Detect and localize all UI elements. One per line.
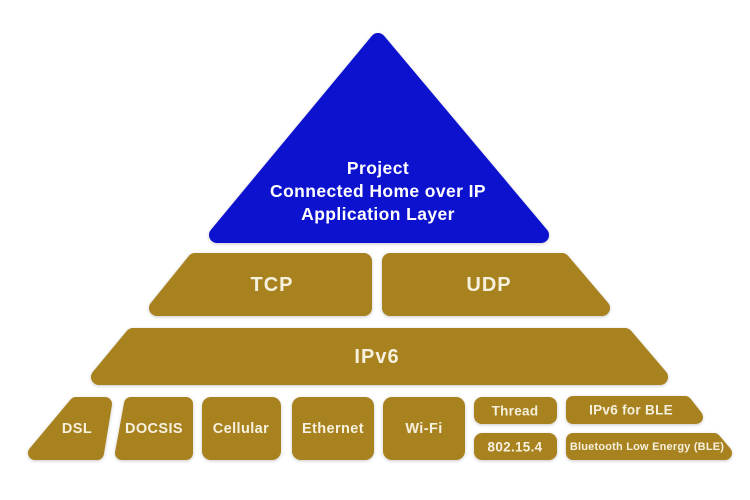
cellular-label: Cellular: [213, 421, 269, 437]
tcp-block: [149, 253, 372, 316]
thread-label: Thread: [492, 404, 539, 419]
ipv6-for-ble-block: [566, 396, 703, 424]
ipv6-for-ble-label: IPv6 for BLE: [589, 403, 673, 418]
ipv6-label: IPv6: [354, 346, 399, 368]
dsl-label: DSL: [62, 421, 92, 437]
application-layer-triangle: [209, 33, 549, 243]
application-layer-label-line1: Project: [347, 158, 409, 178]
cellular-block: [202, 397, 281, 460]
application-layer-label-line2: Connected Home over IP: [270, 181, 486, 201]
tcp-label: TCP: [251, 274, 294, 296]
802-15-4-label: 802.15.4: [488, 440, 543, 455]
ethernet-block: [292, 397, 374, 460]
802-15-4-block: [474, 433, 557, 460]
application-layer-label-line3: Application Layer: [301, 204, 455, 224]
udp-label: UDP: [466, 274, 511, 296]
docsis-block: [115, 397, 193, 460]
ipv6-block: [91, 328, 668, 385]
thread-block: [474, 397, 557, 424]
ble-label: Bluetooth Low Energy (BLE): [570, 441, 724, 453]
ethernet-label: Ethernet: [302, 421, 364, 437]
wifi-block: [383, 397, 465, 460]
wifi-label: Wi-Fi: [405, 421, 442, 437]
udp-block: [382, 253, 610, 316]
ble-block: [566, 433, 732, 460]
docsis-label: DOCSIS: [125, 421, 183, 437]
dsl-block: [28, 397, 112, 460]
